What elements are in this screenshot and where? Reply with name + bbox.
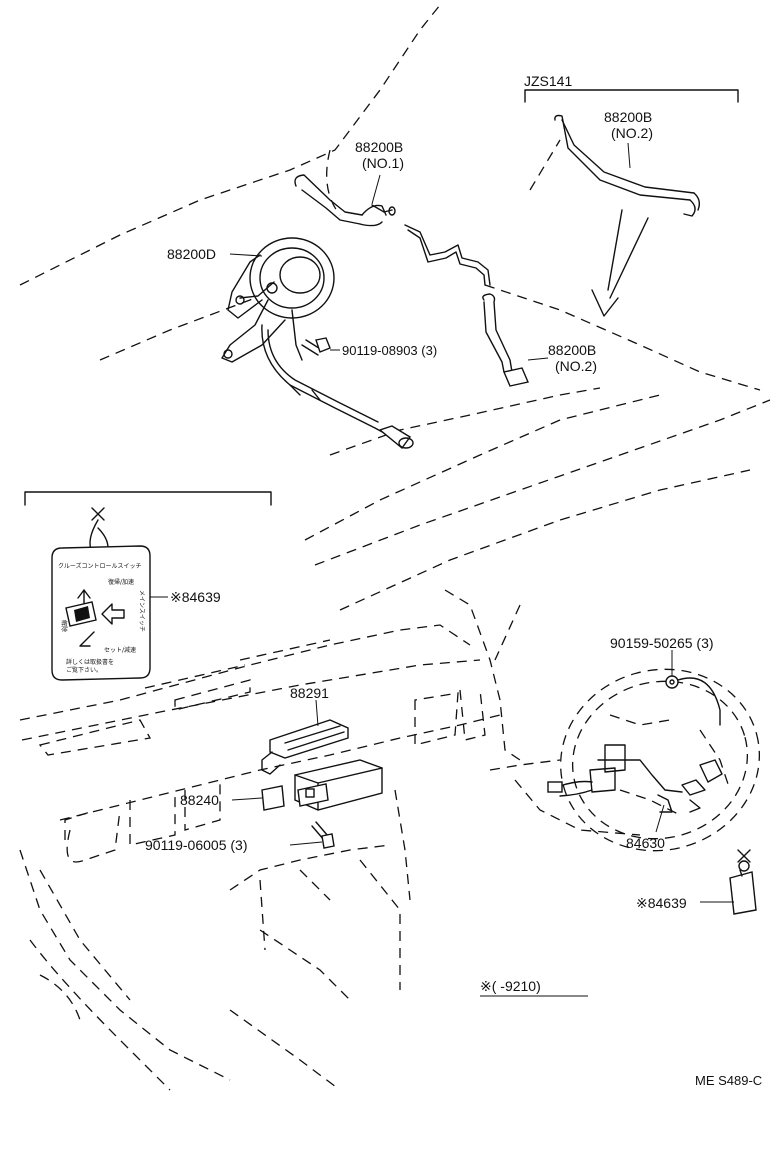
hose-no1-part-label: 88200B [355,139,403,155]
vacuum-hose-no1 [294,174,396,227]
footnote-label: ※( -9210) [480,978,541,994]
actuator-label: 88200D [167,246,216,262]
location-arrow [591,209,649,317]
tag-detail-bracket [24,491,272,506]
tag-set-text: セット/減速 [104,646,136,654]
hose-no2-upper-part-label: 88200B [604,109,652,125]
wheel-screw-label: 90159-50265 (3) [610,635,714,651]
computer-bolt [311,821,335,849]
hood-outline [19,4,771,611]
caution-tag-left: クルーズコントロールスイッチ 復帰/加速 メインスイッチ 解除 セット/減速 詳… [51,507,151,681]
actuator-bolt-label: 90119-08903 (3) [342,343,437,358]
tag-note-line1: 詳しくは取扱書を [66,658,114,666]
vacuum-hose-no2-upper [554,114,701,217]
tag-cancel-text: 解除 [60,620,68,632]
computer-bolt-label: 90119-06005 (3) [145,837,247,853]
steering-wheel [547,668,761,852]
tag-left-label: ※84639 [170,589,221,605]
variant-bracket [524,89,739,103]
tag-right-label: ※84639 [636,895,687,911]
tag-resume-text: 復帰/加速 [108,578,134,586]
variant-label: JZS141 [524,73,572,89]
tag-note-line2: ご覧下さい。 [66,666,102,674]
vacuum-hose-no2-lower [482,293,549,387]
hose-no1-sub-label: (NO.1) [362,155,404,171]
tag-main-switch-text: メインスイッチ [138,590,145,632]
hose-no2-lower-part-label: 88200B [548,342,596,358]
actuator-bolt [301,337,340,356]
cruise-computer-bracket [261,719,349,775]
hose-no2-lower-sub-label: (NO.2) [555,358,597,374]
computer-bracket-label: 88291 [290,685,329,701]
computer-label: 88240 [180,792,219,808]
figure-code-label: ME S489-C [695,1073,762,1088]
caution-tag-right [729,849,757,915]
part-labels: JZS141 88200B (NO.1) 88200B (NO.2) 88200… [145,73,762,1088]
leader-lines [150,253,734,997]
vacuum-pipe [404,224,491,286]
tag-title-text: クルーズコントロールスイッチ [58,562,142,570]
dashboard-outline [19,589,641,1091]
cruise-computer [261,759,383,811]
cruise-actuator [221,237,414,450]
switch-label: 84630 [626,835,665,851]
hose-no2-upper-sub-label: (NO.2) [611,125,653,141]
